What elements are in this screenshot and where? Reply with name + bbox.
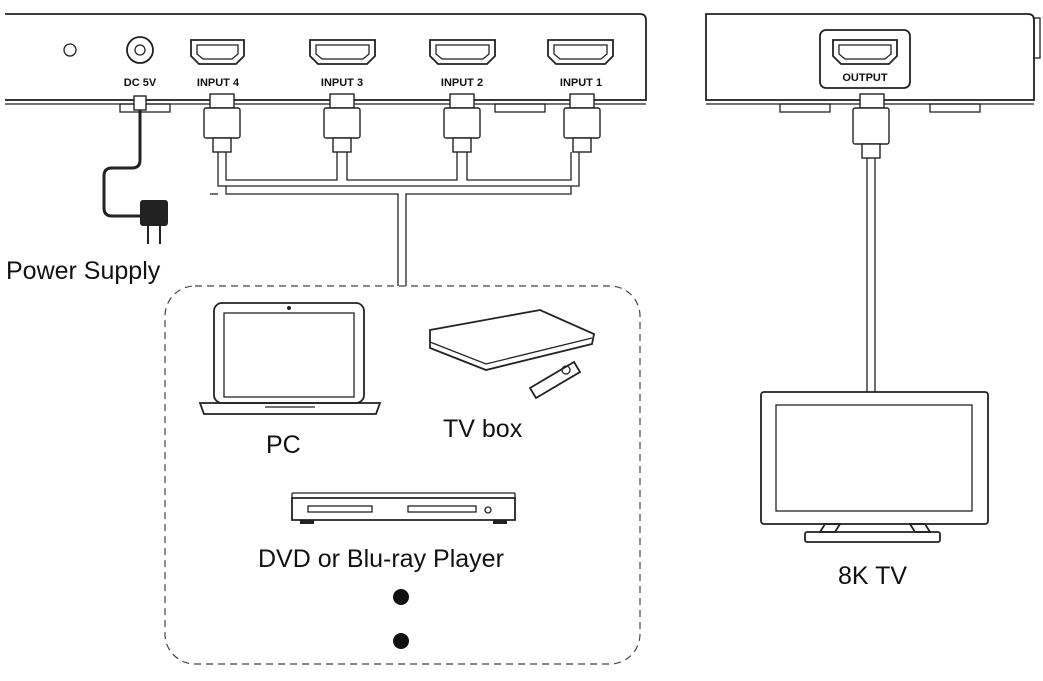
hdmi-plug-icon — [323, 93, 361, 153]
power-supply-label: Power Supply — [6, 257, 161, 285]
hdmi-plug-icon — [443, 93, 481, 153]
hdmi-input-port-1: INPUT 1 — [547, 39, 614, 89]
hdmi-input-port-2: INPUT 2 — [429, 39, 496, 89]
hdmi-plug-icon — [563, 93, 601, 153]
more-devices-dot — [393, 589, 409, 605]
source-devices-group — [164, 285, 641, 665]
hdmi-plug-icon — [203, 93, 241, 153]
box-foot — [494, 103, 546, 113]
input-3-label: INPUT 3 — [321, 77, 363, 89]
box-foot — [779, 103, 831, 113]
dc-power-port: DC 5V — [124, 36, 157, 89]
input-2-label: INPUT 2 — [441, 77, 483, 89]
dvd-player-icon — [291, 492, 516, 524]
hdmi-input-port-3: INPUT 3 — [309, 39, 376, 89]
remote-icon — [528, 360, 582, 400]
dc-port-label: DC 5V — [124, 77, 157, 89]
tv-label: 8K TV — [838, 562, 907, 590]
hdmi-output-port: OUTPUT — [819, 29, 911, 89]
dvd-label: DVD or Blu-ray Player — [258, 545, 504, 573]
more-devices-dot — [393, 633, 409, 649]
power-cable: Power Supply — [6, 95, 168, 285]
pc-label: PC — [266, 431, 301, 459]
box-foot — [929, 103, 981, 113]
tv-icon — [760, 391, 989, 543]
output-label: OUTPUT — [842, 72, 888, 84]
hdmi-output-cable — [852, 93, 890, 392]
button-icon — [63, 43, 77, 57]
power-adapter-icon — [140, 200, 168, 244]
hdmi-switch-box: DC 5V INPUT 4 INPUT 3 INPUT 2 INPUT 1 — [5, 13, 647, 113]
input-4-label: INPUT 4 — [197, 77, 240, 89]
hdmi-input-cables — [203, 93, 601, 286]
tv-box-icon — [429, 309, 596, 371]
input-1-label: INPUT 1 — [560, 77, 602, 89]
hdmi-input-port-4: INPUT 4 — [190, 39, 245, 89]
tv-box-label: TV box — [443, 415, 523, 443]
laptop-icon — [198, 302, 382, 415]
